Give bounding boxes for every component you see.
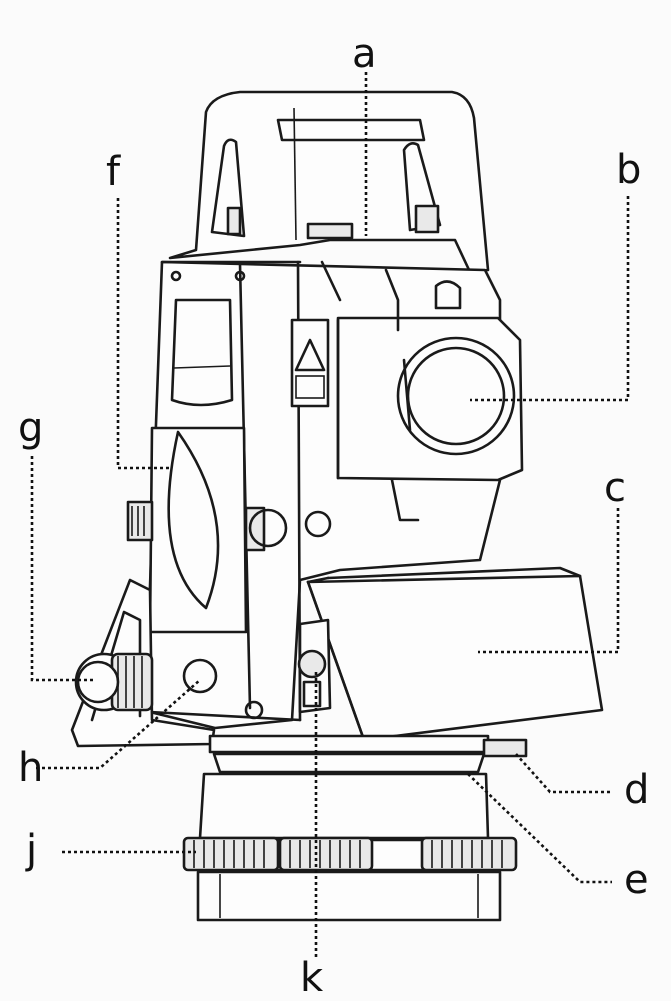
side-cover (148, 426, 288, 634)
leader-f (116, 198, 170, 470)
callout-k: k (300, 955, 324, 1001)
leader-b (470, 196, 630, 402)
callout-h: h (18, 745, 44, 791)
leader-e (467, 773, 612, 884)
laser-warning-label (290, 318, 330, 408)
leader-h (36, 679, 201, 770)
callout-g: g (18, 405, 44, 451)
clamp-lever (297, 618, 332, 714)
leader-g (30, 456, 96, 682)
callout-d: d (624, 767, 650, 813)
horizontal-drive-assembly (70, 578, 264, 748)
leveling-screws (182, 836, 518, 872)
leader-d (515, 753, 612, 794)
fine-adjust-knob-top (126, 500, 332, 542)
callout-f: f (106, 149, 121, 195)
callout-e: e (624, 857, 649, 903)
callout-c: c (604, 465, 626, 511)
carrying-handle (168, 90, 490, 274)
callout-b: b (616, 147, 642, 193)
tribrach-base (196, 734, 528, 922)
telescope (336, 268, 524, 522)
display-panel (306, 566, 604, 742)
callout-a: a (352, 31, 377, 77)
leader-c (478, 508, 620, 654)
callout-j: j (26, 827, 38, 873)
leader-lines (30, 72, 630, 958)
